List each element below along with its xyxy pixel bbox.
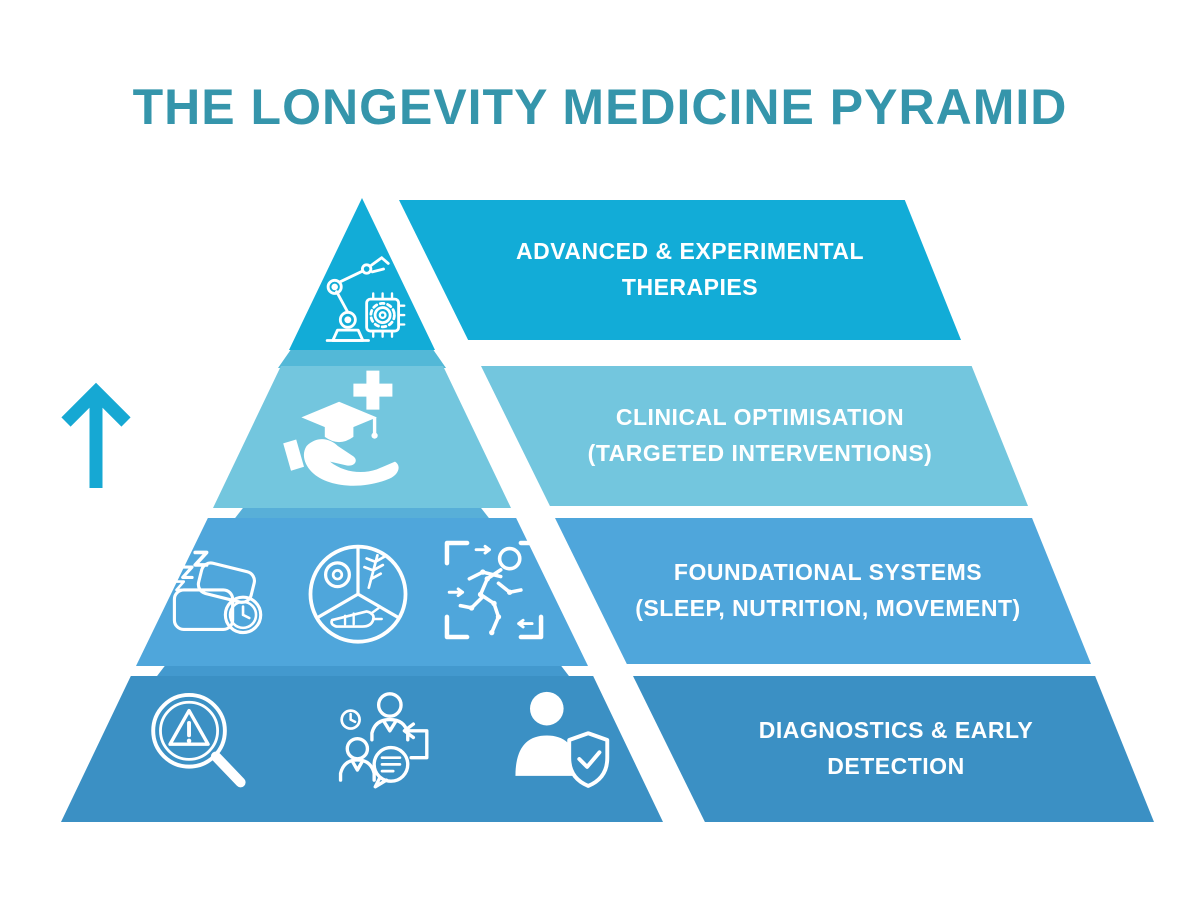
consultation-icon — [326, 686, 438, 798]
page-title: THE LONGEVITY MEDICINE PYRAMID — [132, 79, 1068, 135]
speech-bubble-icon — [372, 745, 410, 789]
up-arrow-icon — [54, 378, 139, 493]
banner-tier-1 — [399, 200, 961, 340]
tier-label-4: DIAGNOSTICS & EARLY DETECTION — [758, 717, 1034, 779]
tier-connector-2 — [232, 504, 492, 522]
warning-triangle-icon — [168, 708, 210, 746]
advanced-therapies-icon-group — [314, 254, 408, 348]
shield-check-icon — [567, 731, 610, 788]
graduation-cap-icon — [301, 401, 378, 443]
microchip-icon — [365, 292, 406, 338]
tier-connector-3 — [154, 662, 572, 680]
open-hand-icon — [283, 439, 399, 486]
tier-label-1: ADVANCED & EXPERIMENTAL THERAPIES — [516, 238, 864, 300]
protected-person-icon — [502, 682, 614, 798]
plus-icon — [353, 370, 393, 410]
sleep-icon — [163, 540, 269, 644]
tier-label-3: FOUNDATIONAL SYSTEMS (SLEEP, NUTRITION, … — [635, 559, 1021, 621]
tier-connector-1 — [278, 348, 446, 368]
robot-arm-icon — [325, 256, 390, 342]
banner-tier-3 — [555, 518, 1091, 664]
early-detection-magnifier-icon — [140, 686, 256, 798]
tier-label-2: CLINICAL OPTIMISATION (TARGETED INTERVEN… — [587, 404, 933, 466]
clinical-care-hand-icon — [278, 368, 408, 498]
nutrition-icon — [300, 538, 416, 646]
banner-tier-2 — [481, 366, 1028, 506]
banner-tier-4 — [633, 676, 1154, 822]
movement-icon — [436, 534, 552, 646]
